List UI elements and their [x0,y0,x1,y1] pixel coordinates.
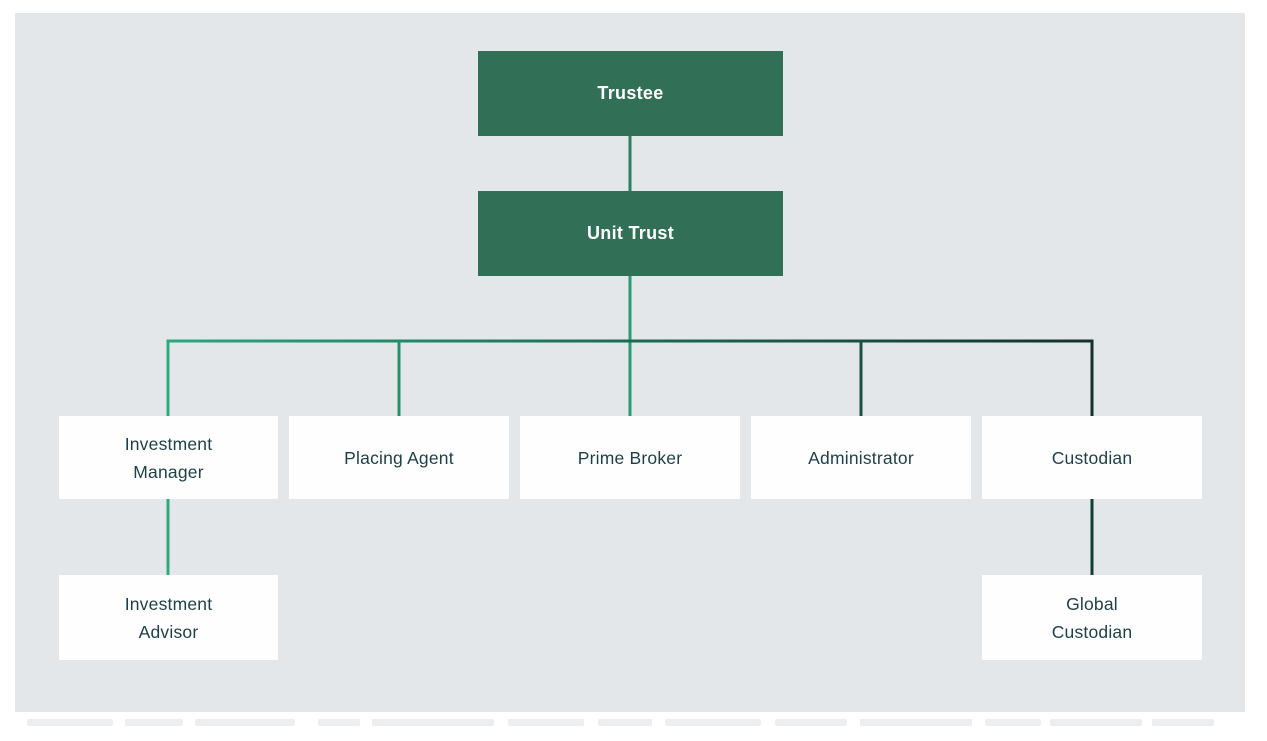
node-investment-advisor-label-line2: Advisor [138,621,199,642]
node-global-custodian-label: Global [1066,593,1118,614]
node-placing-agent: Placing Agent [289,416,509,499]
node-investment-manager-label-line2: Manager [133,461,204,482]
cutoff-text-remnant [985,719,1041,726]
cutoff-text-remnant [508,719,584,726]
node-trustee: Trustee [478,51,783,136]
cutoff-text-remnant [860,719,972,726]
cutoff-text-remnant [1050,719,1142,726]
diagram-panel: Trustee Unit Trust Investment Manager Pl… [15,13,1245,712]
node-placing-agent-label: Placing Agent [344,447,454,468]
node-unit-trust: Unit Trust [478,191,783,276]
node-administrator: Administrator [751,416,971,499]
cutoff-text-remnant [775,719,847,726]
node-global-custodian-label-line2: Custodian [1051,621,1133,642]
cutoff-text-remnant [27,719,113,726]
connector-lines [166,136,1094,575]
node-investment-manager-label: Investment [124,433,213,454]
cutoff-text-remnant [372,719,494,726]
node-investment-advisor-label: Investment [124,593,213,614]
cutoff-text-remnant [195,719,295,726]
cutoff-text-remnant [125,719,183,726]
node-prime-broker: Prime Broker [520,416,740,499]
cutoff-text-remnant [318,719,360,726]
node-global-custodian: Global Custodian [982,575,1202,660]
cutoff-text-remnant [598,719,652,726]
cutoff-text-remnant [665,719,761,726]
node-custodian: Custodian [982,416,1202,499]
cutoff-text-remnant [1152,719,1214,726]
node-prime-broker-label: Prime Broker [577,447,683,468]
node-custodian-label: Custodian [1051,447,1133,468]
node-investment-manager: Investment Manager [59,416,278,499]
node-unit-trust-label: Unit Trust [587,223,674,243]
node-investment-advisor: Investment Advisor [59,575,278,660]
node-administrator-label: Administrator [808,447,914,468]
node-trustee-label: Trustee [597,83,664,103]
cutoff-text-row [0,719,1267,727]
